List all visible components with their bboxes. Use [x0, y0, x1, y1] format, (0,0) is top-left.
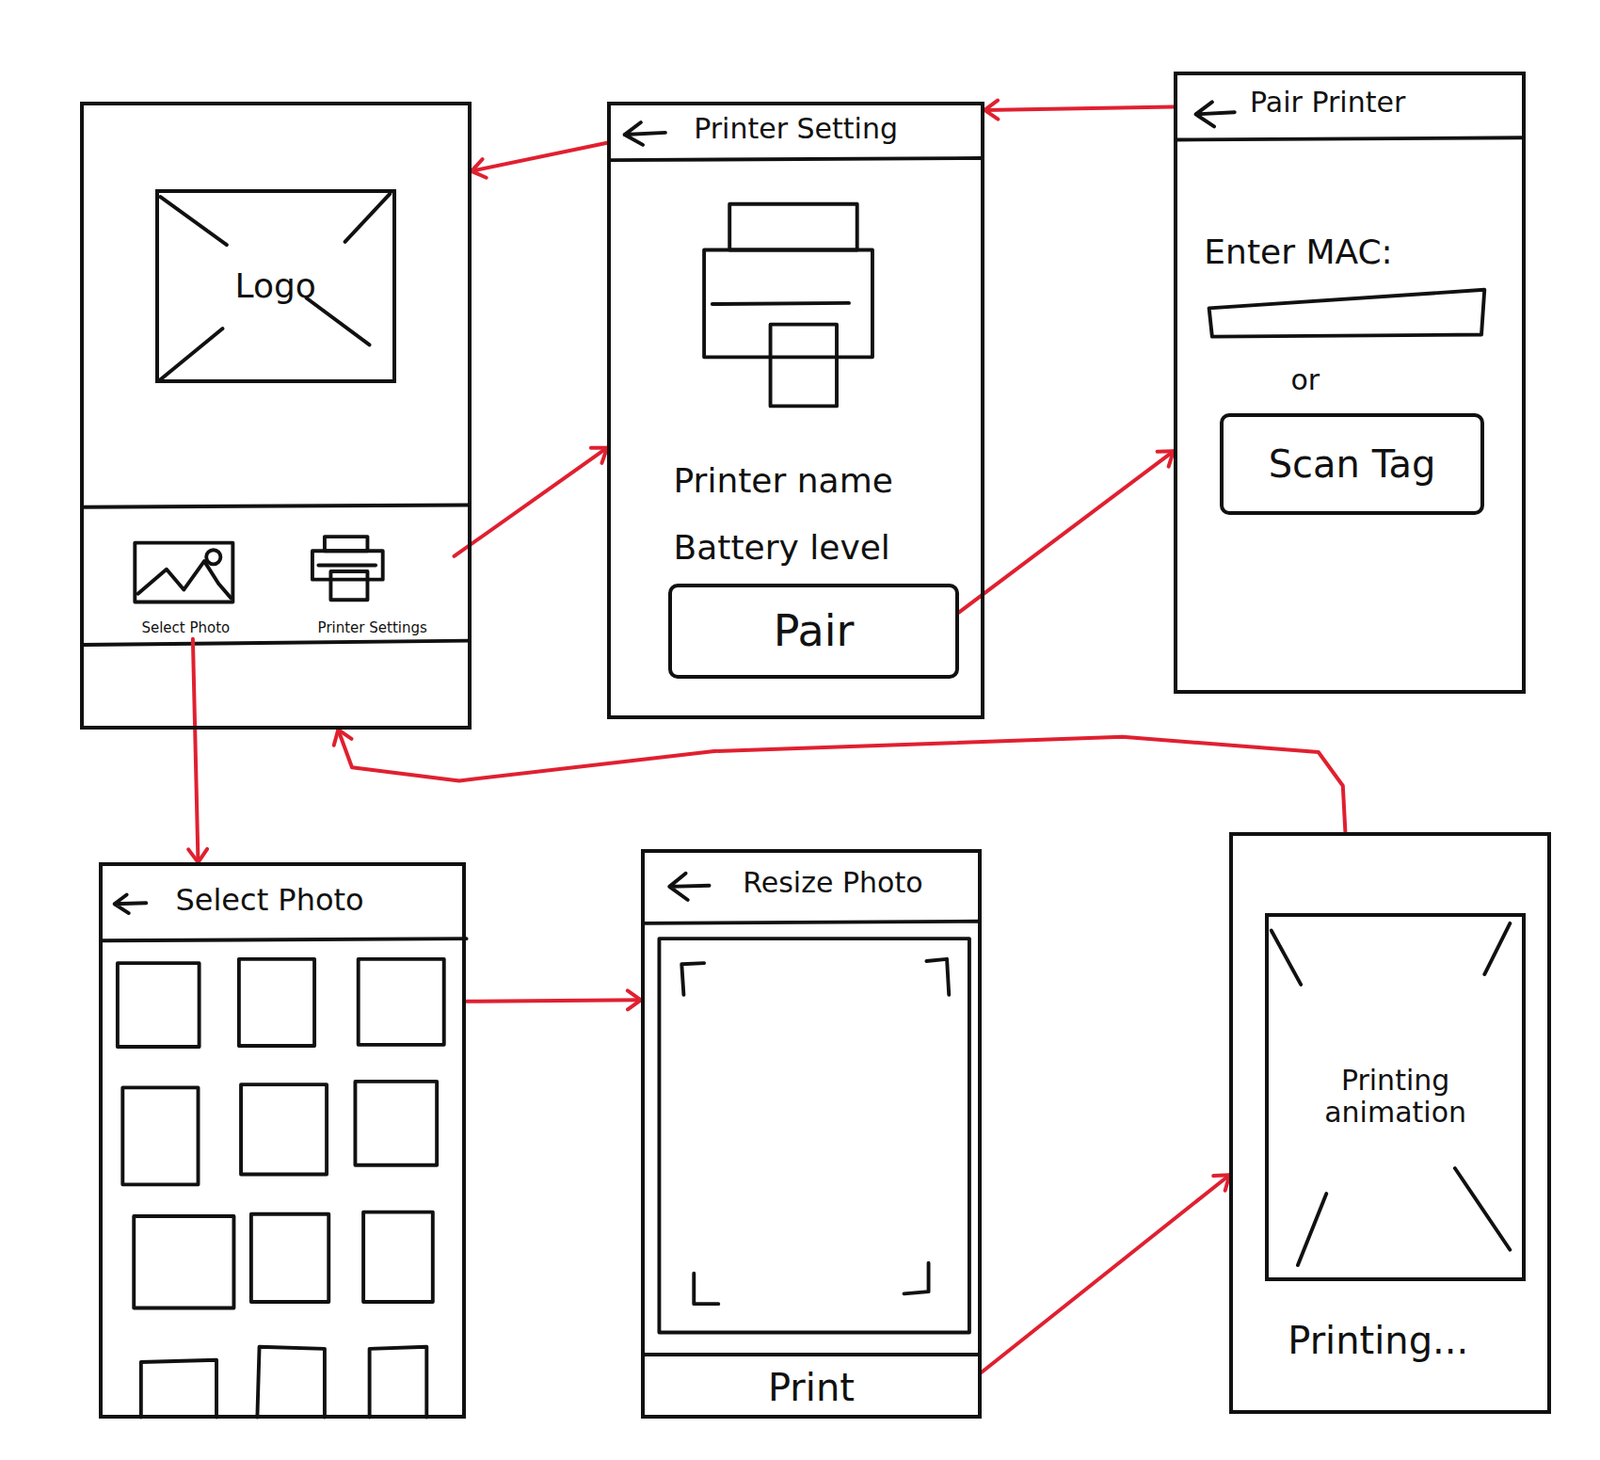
button-label: Print — [768, 1365, 855, 1409]
header-line — [642, 921, 980, 924]
logo-placeholder-cross — [160, 193, 390, 380]
printer-icon-small — [312, 536, 384, 600]
back-arrow — [1196, 101, 1235, 127]
field-label: Enter MAC: — [1203, 232, 1392, 272]
button-label: Printing animation — [1268, 1064, 1521, 1130]
pair-button: Pair — [668, 583, 960, 679]
crop-frame — [658, 938, 969, 1332]
scan-tag-button: Scan Tag — [1219, 413, 1486, 515]
select-photo-tab: Select Photo — [113, 532, 257, 640]
navigation-arrow — [466, 999, 641, 1002]
tab-bar-line — [81, 640, 470, 645]
header-line — [608, 158, 982, 160]
printing-animation-box: Printing animation — [1264, 912, 1525, 1280]
navigation-arrow — [471, 143, 608, 172]
tab-bar-line — [81, 505, 470, 508]
navigation-arrow — [454, 448, 608, 557]
tab-label: Printer Settings — [318, 620, 428, 637]
logo-box: Logo — [155, 189, 397, 384]
screen-title: Resize Photo — [742, 865, 923, 899]
tab-label: Select Photo — [141, 620, 230, 637]
select-photo-screen: Select Photo — [98, 862, 466, 1419]
header-line — [101, 938, 467, 941]
screen-title: Select Photo — [175, 881, 364, 918]
header-line — [1175, 137, 1524, 140]
button-label: Logo — [235, 266, 317, 305]
battery-level-label: Battery level — [673, 528, 891, 567]
pair-printer-screen: Pair PrinterEnter MAC: orScan Tag — [1173, 71, 1526, 694]
printing-screen: Printing... Printing animation — [1229, 832, 1552, 1414]
printer-settings-tab: Printer Settings — [290, 528, 454, 640]
mac-input-field — [1209, 289, 1486, 337]
navigation-arrow — [981, 1174, 1230, 1373]
crop-corners — [681, 959, 949, 1304]
back-arrow — [114, 895, 147, 914]
back-arrow — [669, 873, 709, 900]
navigation-arrow — [959, 450, 1174, 612]
photo-grid — [117, 959, 445, 1418]
printer-setting-screen: Printer SettingPrinter nameBattery level… — [607, 101, 985, 720]
navigation-arrow — [337, 729, 1345, 832]
button-label: Pair — [773, 606, 855, 656]
resize-photo-screen: Resize PhotoPrint — [640, 848, 982, 1419]
navigation-arrow — [192, 639, 199, 863]
separator-label: or — [1290, 363, 1320, 397]
back-arrow — [624, 122, 666, 145]
navigation-arrow — [984, 107, 1174, 111]
photo-icon — [134, 543, 233, 603]
status-label: Printing... — [1287, 1318, 1469, 1362]
printer-illustration — [704, 204, 873, 407]
print-bar: Print — [640, 1352, 982, 1419]
screen-title: Pair Printer — [1249, 85, 1406, 119]
home-screen: LogoSelect Photo Printer Settings — [80, 101, 472, 730]
button-label: Scan Tag — [1268, 442, 1437, 486]
printer-name-label: Printer name — [673, 461, 894, 500]
screen-title: Printer Setting — [693, 112, 898, 145]
